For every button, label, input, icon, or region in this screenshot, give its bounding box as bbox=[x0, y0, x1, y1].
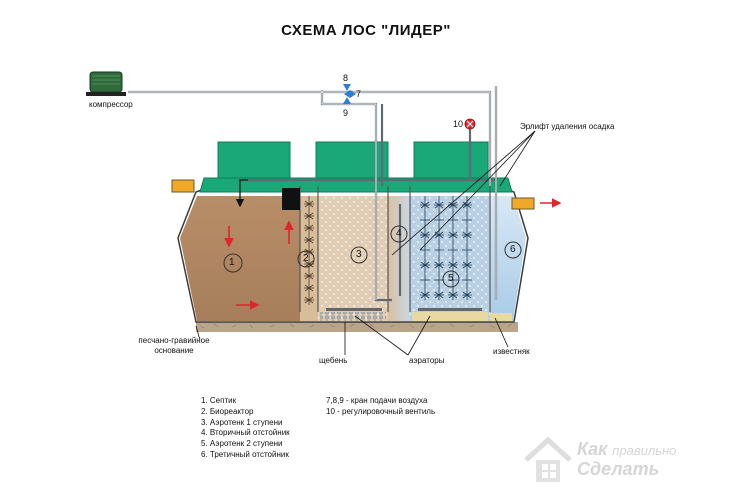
watermark-line1: Как bbox=[577, 439, 608, 459]
legend-item: 2. Биореактор bbox=[201, 406, 254, 416]
chamber-1-number: 1 bbox=[229, 257, 235, 268]
chamber-markers bbox=[223, 225, 522, 288]
valve-8-label: 8 bbox=[343, 73, 349, 83]
aerators-label: аэраторы bbox=[409, 356, 445, 365]
compressor-unit bbox=[86, 71, 126, 96]
inflow-pipe bbox=[235, 179, 248, 208]
watermark-line2: Сделать bbox=[577, 459, 660, 479]
partitions bbox=[299, 186, 491, 312]
limestone-layer-2 bbox=[412, 312, 488, 321]
hatch-1 bbox=[217, 141, 291, 179]
watermark-text: Как правильно Сделать bbox=[577, 440, 676, 478]
watermark-line1-small: правильно bbox=[612, 443, 677, 458]
airlift-label: Эрлифт удаления осадка bbox=[520, 122, 615, 131]
legend-item: 5. Аэротенк 2 ступени bbox=[201, 439, 283, 449]
chamber-6-number: 6 bbox=[510, 244, 516, 255]
chamber-4-number: 4 bbox=[396, 228, 402, 239]
valve-8-icon[interactable] bbox=[343, 84, 351, 91]
valve-10-icon[interactable] bbox=[464, 118, 476, 130]
aerator-bar-2 bbox=[418, 308, 482, 311]
chamber-tertiary-settler bbox=[490, 196, 526, 321]
diagram-title: СХЕМА ЛОС "ЛИДЕР" bbox=[281, 22, 451, 39]
compressor-label: компрессор bbox=[89, 100, 133, 109]
hatch-3 bbox=[413, 141, 489, 179]
chamber-3-number: 3 bbox=[356, 249, 362, 260]
legend-item: 10 - регулировочный вентиль bbox=[326, 406, 436, 416]
watermark: Как правильно Сделать bbox=[522, 436, 727, 492]
legend-valves: 7,8,9 - кран подачи воздуха 10 - регулир… bbox=[326, 396, 435, 418]
aeration-bubbles-1 bbox=[318, 196, 388, 321]
limestone-label: известняк bbox=[493, 347, 530, 356]
gravel-layer bbox=[320, 312, 386, 321]
base-label-line1: песчано-гравийное bbox=[138, 336, 210, 345]
valve-10-label: 10 bbox=[453, 119, 464, 129]
callout-lines bbox=[195, 130, 536, 356]
valve-7-icon[interactable] bbox=[344, 90, 356, 98]
legend-item: 3. Аэротенк 1 ступени bbox=[201, 417, 283, 427]
legend-item: 6. Третичный отстойник bbox=[201, 449, 289, 459]
chamber-septic bbox=[180, 196, 300, 321]
chamber-5-number: 5 bbox=[448, 273, 454, 284]
legend-item: 7,8,9 - кран подачи воздуха bbox=[326, 396, 428, 405]
legend-item: 4. Вторичный отстойник bbox=[201, 428, 290, 438]
pump-box bbox=[282, 188, 300, 210]
aerator-bar-1 bbox=[326, 308, 382, 311]
sand-gravel-base bbox=[196, 322, 518, 332]
inlet-pipe bbox=[171, 179, 195, 193]
aeration-bubbles-2 bbox=[410, 196, 490, 321]
tank-top-lid bbox=[199, 177, 513, 193]
base-texture bbox=[199, 323, 513, 329]
valve-7-label: 7 bbox=[356, 89, 362, 99]
bio-load-aerotank-2 bbox=[420, 196, 472, 300]
outlet-pipe bbox=[511, 197, 535, 210]
legend-item: 1. Септик bbox=[201, 396, 237, 405]
hatch-2 bbox=[315, 141, 389, 179]
chamber-2-number: 2 bbox=[303, 253, 309, 264]
limestone-layer-3 bbox=[490, 313, 512, 321]
valve-9-label: 9 bbox=[343, 108, 349, 118]
gravel-label: щебень bbox=[319, 356, 348, 365]
legend-chambers: 1. Септик 2. Биореактор 3. Аэротенк 1 ст… bbox=[201, 396, 290, 461]
watermark-house-icon bbox=[524, 436, 572, 482]
base-label-line2: основание bbox=[154, 346, 194, 355]
valve-9-icon[interactable] bbox=[343, 97, 351, 104]
